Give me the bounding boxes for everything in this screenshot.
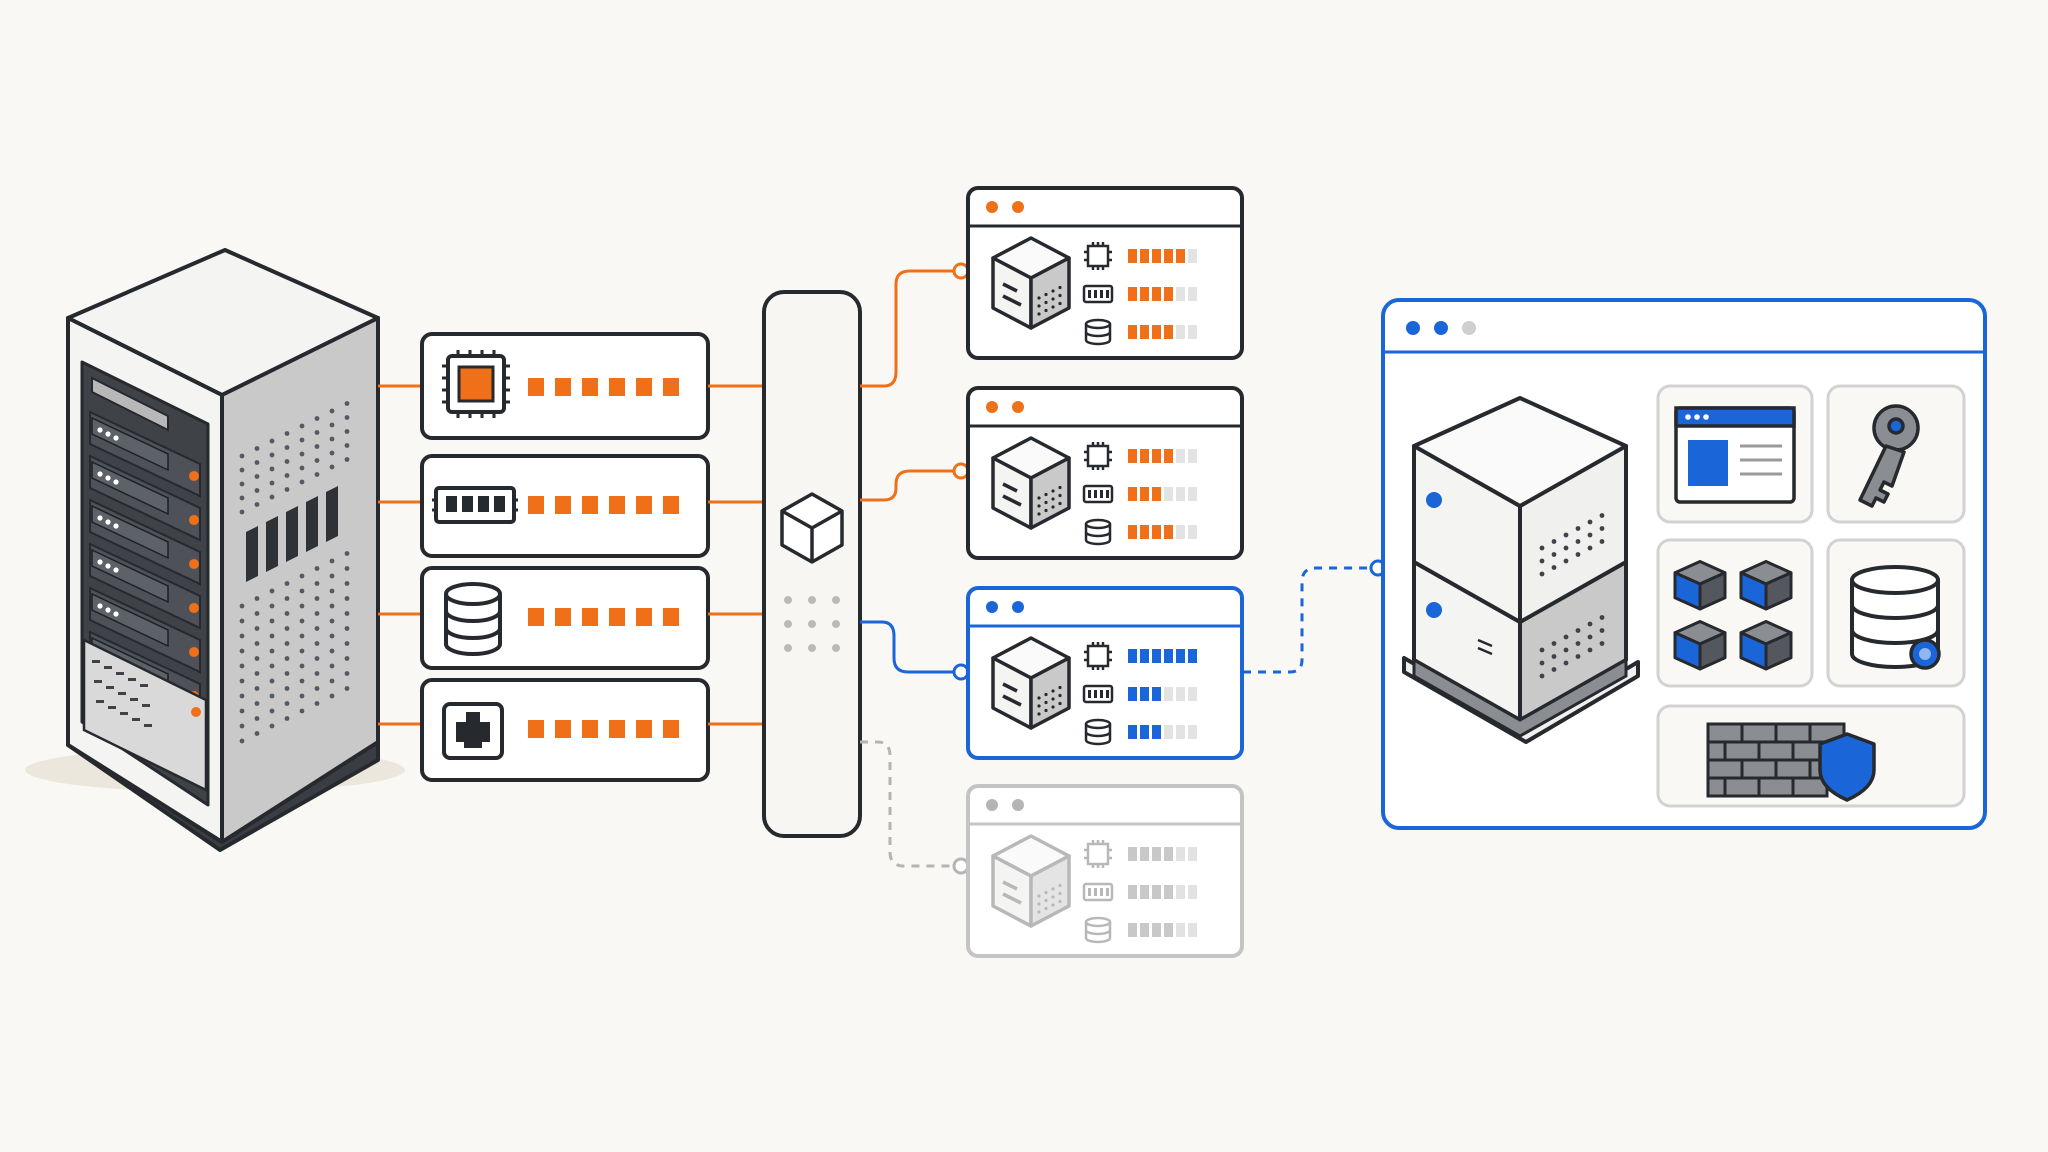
vm-window[interactable] [966, 186, 1244, 360]
vm-memory-meter [1128, 487, 1197, 501]
window-dot [986, 201, 998, 213]
vm-detail-window [1381, 298, 1987, 830]
rack-to-pool-connectors [378, 384, 422, 726]
vm-window[interactable] [966, 586, 1244, 760]
window-dot [986, 601, 998, 613]
memory-module-icon [1082, 882, 1114, 902]
window-dot [1012, 799, 1024, 811]
virtual-machines [966, 186, 1244, 958]
database-icon [1084, 518, 1112, 546]
vm-storage-meter [1128, 923, 1197, 937]
storage-level-meter [528, 608, 679, 626]
tile-firewall [1656, 704, 1966, 808]
drive-bay [89, 410, 201, 498]
memory-module-icon [1082, 484, 1114, 504]
cpu-chip-icon [1084, 242, 1112, 270]
vm-storage-meter [1128, 525, 1197, 539]
database-icon [1084, 718, 1112, 746]
tile-browser-window [1656, 384, 1814, 524]
cube-icon [780, 492, 844, 564]
hypervisor-to-vm-connectors [860, 262, 970, 875]
window-dot [1012, 601, 1024, 613]
browser-window-icon [1674, 406, 1796, 504]
server-rack-icon [25, 248, 405, 852]
tile-key [1826, 384, 1966, 524]
cpu-chip-icon [1084, 442, 1112, 470]
vm-storage-meter [1128, 725, 1197, 739]
container-cube [1673, 560, 1727, 611]
vm-cpu-meter [1128, 649, 1197, 663]
vm-memory-meter [1128, 687, 1197, 701]
container-cubes-icon [1673, 560, 1793, 671]
database-icon [1084, 916, 1112, 944]
rack-lower-panel [82, 637, 208, 793]
vm-window[interactable] [966, 386, 1244, 560]
memory-level-meter [528, 496, 679, 514]
vm-server-icon [991, 834, 1071, 928]
cpu-chip-icon [1084, 642, 1112, 670]
vm-cpu-meter [1128, 449, 1197, 463]
database-icon [1084, 318, 1112, 346]
drive-bay [89, 586, 201, 674]
vm-cpu-meter [1128, 249, 1197, 263]
vm-server-icon [991, 236, 1071, 330]
vm-server-icon [991, 436, 1071, 530]
network-level-meter [528, 720, 679, 738]
network-port-icon [442, 702, 504, 760]
window-dot [986, 799, 998, 811]
window-control-dots [1406, 321, 1476, 335]
container-cube [1673, 620, 1727, 671]
vm-storage-meter [1128, 325, 1197, 339]
vm-server-icon [991, 636, 1071, 730]
window-dot [1012, 201, 1024, 213]
container-cube [1739, 620, 1793, 671]
hypervisor-bar [762, 290, 862, 838]
window-dot [1012, 401, 1024, 413]
memory-module-icon [1082, 684, 1114, 704]
cpu-level-meter [528, 378, 679, 396]
database-icon [1850, 565, 1941, 670]
container-cube [1739, 560, 1793, 611]
vm-window[interactable] [966, 784, 1244, 958]
resource-panel-network [420, 678, 710, 782]
window-dot [986, 401, 998, 413]
resource-pool [420, 332, 710, 782]
vm-memory-meter [1128, 287, 1197, 301]
cpu-chip-icon [442, 350, 510, 418]
hypervisor-dots [784, 596, 840, 652]
resource-panel-storage [420, 566, 710, 670]
key-icon [1858, 404, 1920, 508]
memory-module-icon [1082, 284, 1114, 304]
server-stack-icon [1402, 396, 1640, 744]
drive-bay [89, 498, 201, 586]
drive-bay [89, 454, 201, 542]
database-icon [444, 582, 502, 656]
memory-module-icon [432, 486, 518, 524]
vm-cpu-meter [1128, 847, 1197, 861]
drive-bay [89, 542, 201, 630]
resource-panel-memory [420, 454, 710, 558]
vm-memory-meter [1128, 885, 1197, 899]
cpu-chip-icon [1084, 840, 1112, 868]
tile-database [1826, 538, 1966, 688]
resource-panel-cpu [420, 332, 710, 440]
firewall-shield-icon [1706, 722, 1876, 802]
tile-containers [1656, 538, 1814, 688]
